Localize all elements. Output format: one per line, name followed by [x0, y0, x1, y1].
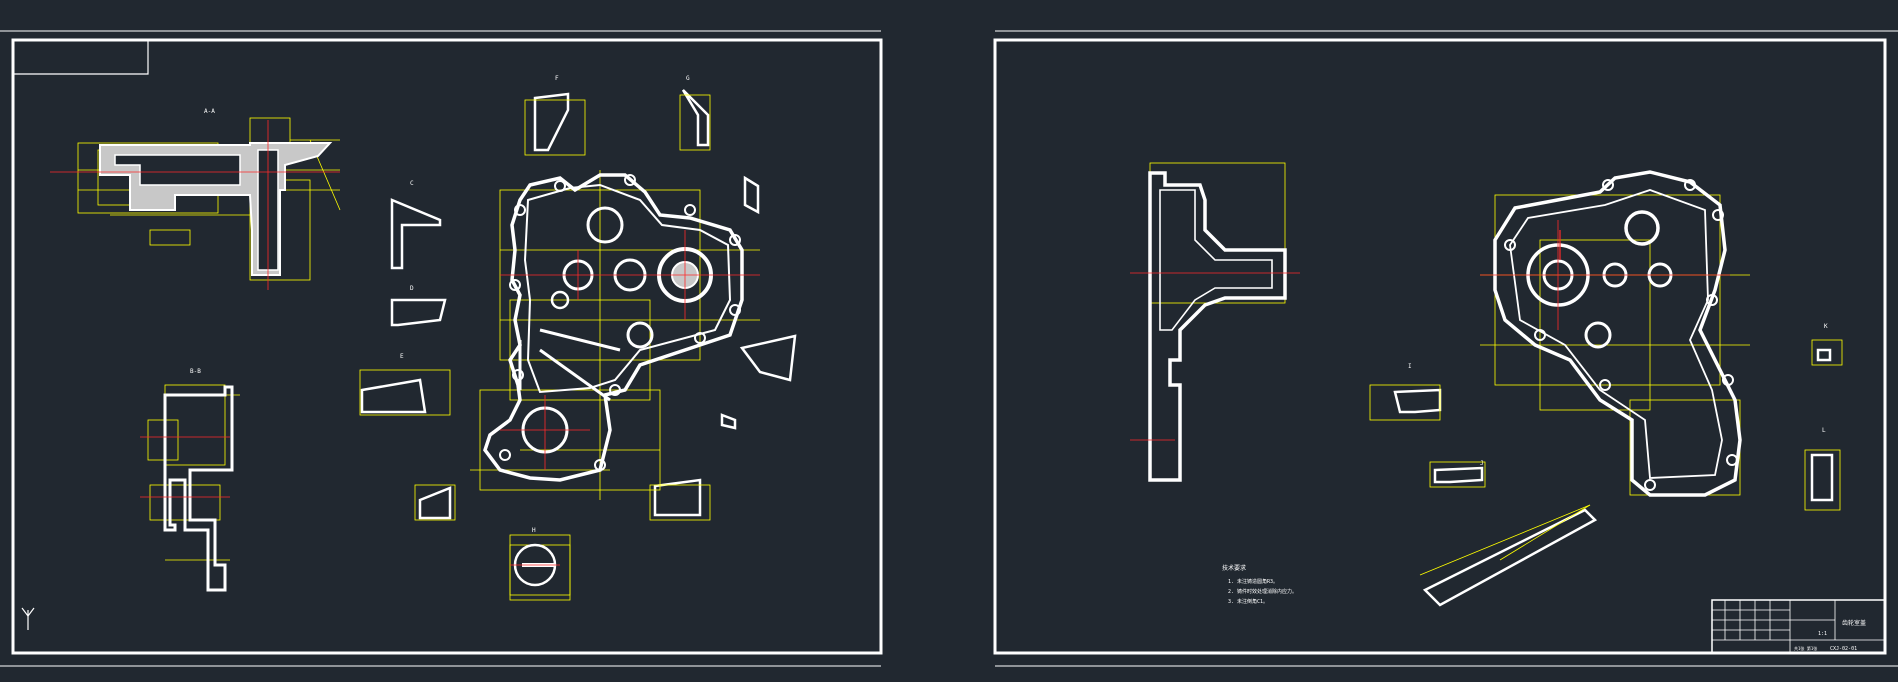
ucs-icon	[21, 607, 35, 630]
left-sheet[interactable]: A-A B-B	[0, 30, 883, 667]
drawing-border	[993, 38, 1887, 655]
side-view	[1130, 162, 1300, 482]
drawing-name: 齿轮室盖	[1842, 619, 1866, 627]
svg-text:C: C	[410, 180, 414, 187]
svg-text:L: L	[1822, 427, 1826, 434]
detail-views: C D E F G	[360, 75, 797, 520]
detail-dimensions-right	[1369, 339, 1843, 576]
svg-text:H: H	[532, 527, 536, 534]
svg-text:F: F	[555, 75, 559, 82]
front-view-right	[1480, 170, 1750, 497]
detail-view-hole: H	[509, 527, 571, 601]
drawing-sheet: 共1张 第1张	[1794, 645, 1817, 651]
svg-text:B-B: B-B	[190, 368, 201, 375]
notes-line: 3. 未注倒角C1。	[1228, 598, 1268, 605]
section-view-a: A-A	[50, 108, 341, 290]
section-view-b: B-B	[140, 368, 240, 592]
title-block[interactable]: 齿轮室盖 CXJ-02-01 1:1 共1张 第1张	[1711, 599, 1886, 654]
svg-text:J: J	[1480, 460, 1484, 467]
drawing-border	[11, 38, 883, 655]
notes-line: 2. 铸件时效处理消除内应力。	[1228, 588, 1297, 595]
notes-heading: 技术要求	[1222, 564, 1246, 572]
view-label: A-A	[204, 108, 215, 115]
title-corner-box	[13, 40, 149, 75]
svg-text:I: I	[1408, 363, 1412, 370]
right-sheet[interactable]: I J K L 技术要求 1. 未注铸造圆角R3。 2. 铸件时效处理消除内应力…	[993, 30, 1898, 667]
notes-line: 1. 未注铸造圆角R3。	[1228, 578, 1278, 585]
detail-views-right: I J K L	[1393, 323, 1834, 607]
svg-text:G: G	[686, 75, 690, 82]
drawing-code: CXJ-02-01	[1830, 646, 1857, 652]
svg-text:E: E	[400, 353, 404, 360]
technical-notes: 技术要求 1. 未注铸造圆角R3。 2. 铸件时效处理消除内应力。 3. 未注倒…	[1222, 564, 1297, 605]
drawing-scale: 1:1	[1818, 631, 1827, 637]
svg-text:K: K	[1824, 323, 1828, 330]
svg-text:D: D	[410, 285, 414, 292]
front-view-main	[470, 170, 760, 500]
